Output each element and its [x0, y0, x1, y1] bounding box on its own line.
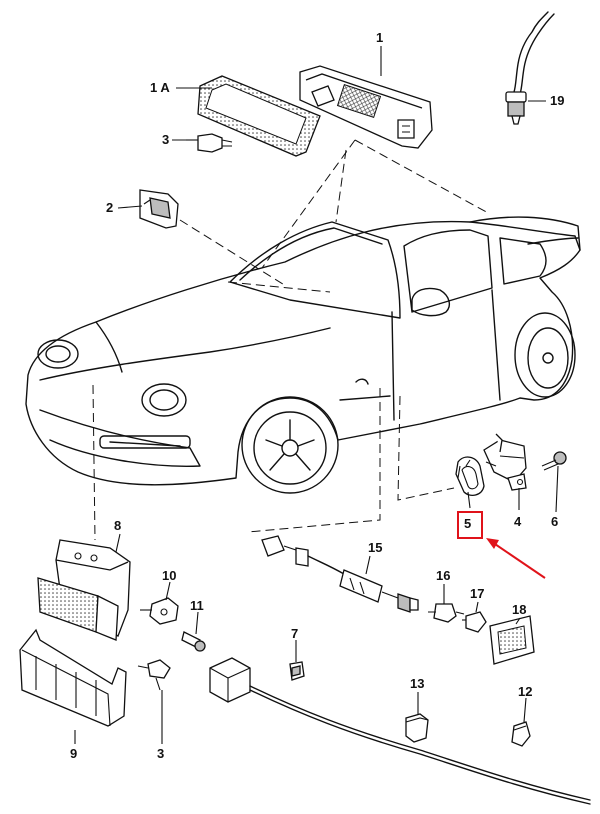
callout-4: 4: [514, 514, 522, 529]
callout-17: 17: [470, 586, 484, 601]
part-1-interior-lamp: [299, 65, 433, 149]
part-1a-lens: [197, 75, 321, 157]
callout-16: 16: [436, 568, 450, 583]
connector-with-cable: [209, 657, 591, 805]
callout-19: 19: [550, 93, 564, 108]
part-15-switch-cable: [261, 535, 419, 613]
part-6-screw: [541, 451, 567, 471]
part-13-cap: [405, 713, 429, 743]
callout-1: 1: [376, 30, 383, 45]
part-4-door-switch: [483, 433, 527, 491]
highlight-arrowhead: [486, 538, 499, 549]
callout-5: 5: [464, 516, 471, 531]
part-11-screw: [181, 631, 206, 652]
part-18-lens: [489, 615, 535, 665]
callout-15: 15: [368, 540, 382, 555]
callout-6: 6: [551, 514, 558, 529]
callout-13: 13: [410, 676, 424, 691]
callout-10: 10: [162, 568, 176, 583]
callout-3-bottom: 3: [157, 746, 164, 761]
part-3-top-bulb: [186, 133, 233, 153]
callout-9: 9: [70, 746, 77, 761]
part-16-socket: [428, 603, 465, 623]
callout-11: 11: [190, 598, 204, 613]
part-9-bracket: [19, 628, 127, 727]
part-8-module: [37, 539, 131, 641]
callout-labels: 1 1 A 3 2 19 4 6 5 8 10 11 7 15 16 17 18…: [70, 30, 564, 761]
callout-12: 12: [518, 684, 532, 699]
callout-leaders: [74, 46, 559, 744]
part-3-bottom-bulb: [137, 659, 171, 691]
highlight-arrow: [491, 541, 546, 579]
part-19-sensor: [505, 11, 555, 125]
callout-18: 18: [512, 602, 526, 617]
callout-8: 8: [114, 518, 121, 533]
callout-1a: 1 A: [150, 80, 170, 95]
callout-3-top: 3: [162, 132, 169, 147]
leader-lines: [92, 139, 491, 541]
callout-2: 2: [106, 200, 113, 215]
highlight-box: [457, 511, 483, 539]
part-17-bulb: [462, 611, 487, 633]
highlight-annotation: [457, 511, 546, 579]
part-10-holder: [140, 597, 179, 625]
part-5-grommet: [455, 456, 485, 497]
part-12-cap: [511, 721, 531, 747]
part-7-clip: [289, 661, 305, 681]
part-2-switch: [139, 189, 179, 229]
callout-7: 7: [291, 626, 298, 641]
car-illustration: [25, 216, 581, 494]
